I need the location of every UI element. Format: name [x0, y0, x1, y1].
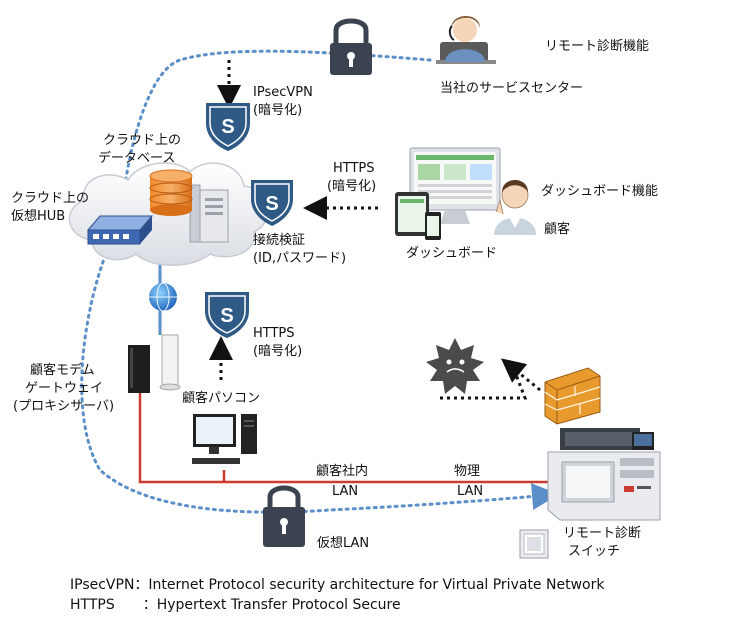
shield-letter: S	[221, 116, 234, 138]
server-icon	[189, 184, 229, 243]
label-dashboard-function: ダッシュボード機能	[541, 184, 659, 199]
label-virtual-lan: 仮想LAN	[317, 536, 370, 551]
label-https-top-encrypted: (暗号化)	[327, 179, 377, 194]
shield-letter: S	[220, 305, 233, 327]
label-office-lan-line1: 顧客社内	[316, 464, 369, 479]
label-ipsec-vpn-encrypted: (暗号化)	[253, 103, 303, 118]
label-remote-switch-line1: リモート診断	[563, 526, 642, 541]
label-modem-line2: ゲートウェイ	[25, 381, 104, 396]
pc-icon	[192, 414, 257, 464]
padlock-icon	[330, 18, 372, 75]
label-cloud-hub-line1: クラウド上の	[11, 191, 90, 206]
database-icon	[149, 169, 193, 216]
label-physical-lan-line1: 物理	[454, 464, 481, 479]
label-remote-diag-function: リモート診断機能	[545, 39, 650, 54]
label-cloud-db-line1: クラウド上の	[103, 133, 182, 148]
label-remote-switch-line2: スイッチ	[568, 544, 621, 559]
label-https-mid: HTTPS	[253, 326, 295, 341]
legend-ipsec: IPsecVPN：Internet Protocol security arch…	[70, 577, 605, 593]
phone-icon	[425, 212, 441, 240]
customer-icon	[494, 180, 536, 235]
firewall-icon	[544, 367, 601, 425]
virus-icon	[426, 338, 484, 394]
label-https-mid-encrypted: (暗号化)	[253, 344, 303, 359]
label-auth-detail: (ID,パスワード)	[253, 251, 347, 266]
hub-icon	[86, 215, 154, 245]
machine-icon	[547, 428, 661, 521]
lan-line	[138, 392, 560, 484]
shield-icon	[206, 103, 250, 151]
shield-icon	[251, 180, 293, 226]
label-physical-lan-line2: LAN	[457, 484, 484, 499]
threat-arrowhead	[501, 358, 541, 392]
label-service-center: 当社のサービスセンター	[440, 81, 584, 96]
label-office-lan-line2: LAN	[332, 484, 359, 499]
label-customer-pc: 顧客パソコン	[182, 391, 261, 406]
padlock-icon	[263, 485, 305, 547]
legend-https: HTTPS ：Hypertext Transfer Protocol Secur…	[70, 597, 401, 613]
label-ipsec-vpn: IPsecVPN	[253, 85, 313, 100]
label-modem-line1: 顧客モデム	[30, 363, 95, 378]
threat-arrow	[440, 371, 528, 400]
operator-icon	[436, 16, 496, 64]
label-modem-line3: (プロキシサーバ)	[13, 399, 115, 414]
label-customer: 顧客	[544, 222, 571, 237]
vpn-tunnel-line	[80, 49, 559, 514]
switch-icon	[519, 529, 549, 559]
label-https-top: HTTPS	[333, 161, 375, 176]
label-cloud-hub-line2: 仮想HUB	[11, 209, 66, 224]
shield-letter: S	[265, 193, 278, 215]
globe-icon	[149, 282, 177, 312]
label-cloud-db-line2: データベース	[98, 151, 176, 166]
router-icon	[128, 334, 181, 393]
label-auth: 接続検証	[253, 233, 306, 248]
tablet-icon	[395, 192, 429, 236]
shield-icon	[205, 292, 249, 338]
label-dashboard: ダッシュボード	[406, 246, 498, 261]
